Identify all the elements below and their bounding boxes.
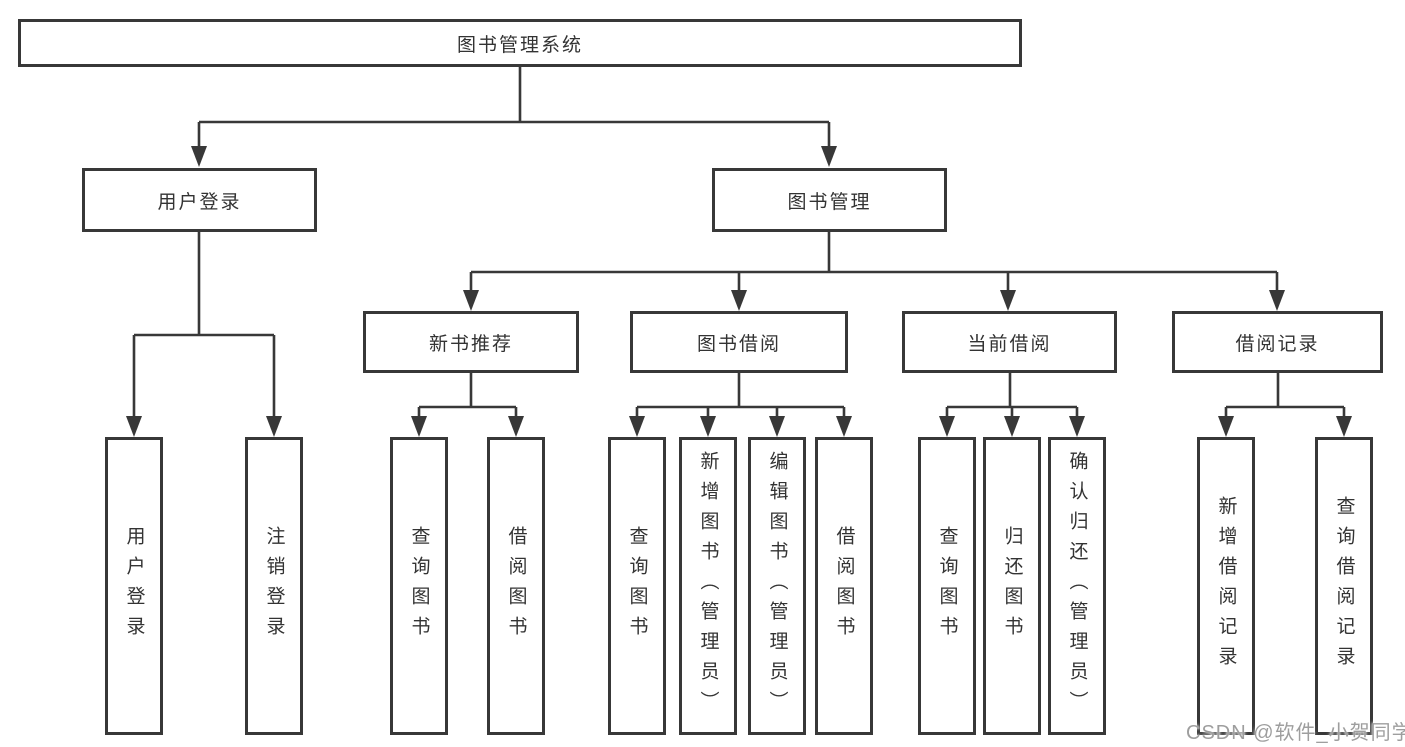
node-root: 图书管理系统	[18, 19, 1022, 67]
node-edit-books-admin: 编辑图书（管理员）	[748, 437, 806, 735]
leaf-label: 确认归还（管理员）	[1066, 451, 1088, 721]
leaf-label: 注销登录	[263, 526, 285, 646]
node-query-books: 查询图书	[608, 437, 666, 735]
node-return-books: 归还图书	[983, 437, 1041, 735]
leaf-label: 新增借阅记录	[1215, 496, 1237, 676]
node-confirm-return-admin: 确认归还（管理员）	[1048, 437, 1106, 735]
leaf-label: 查询借阅记录	[1333, 496, 1355, 676]
leaf-label: 借阅图书	[833, 526, 855, 646]
node-logout: 注销登录	[245, 437, 303, 735]
node-query-borrow-record: 查询借阅记录	[1315, 437, 1373, 735]
leaf-label: 查询图书	[408, 526, 430, 646]
node-user-login-leaf: 用户登录	[105, 437, 163, 735]
node-book-borrow: 图书借阅	[630, 311, 848, 373]
node-add-borrow-record: 新增借阅记录	[1197, 437, 1255, 735]
node-new-book-recommend: 新书推荐	[363, 311, 579, 373]
node-borrow-books: 借阅图书	[487, 437, 545, 735]
node-borrow-records: 借阅记录	[1172, 311, 1383, 373]
node-user-login: 用户登录	[82, 168, 317, 232]
node-query-books: 查询图书	[918, 437, 976, 735]
node-current-borrow: 当前借阅	[902, 311, 1117, 373]
leaf-label: 归还图书	[1001, 526, 1023, 646]
node-add-books-admin: 新增图书（管理员）	[679, 437, 737, 735]
leaf-label: 编辑图书（管理员）	[766, 451, 788, 721]
leaf-label: 用户登录	[123, 526, 145, 646]
node-query-books: 查询图书	[390, 437, 448, 735]
leaf-label: 借阅图书	[505, 526, 527, 646]
node-book-management: 图书管理	[712, 168, 947, 232]
csdn-watermark: CSDN @软件_小贺同学	[1186, 722, 1405, 744]
leaf-label: 新增图书（管理员）	[697, 451, 719, 721]
leaf-label: 查询图书	[936, 526, 958, 646]
node-borrow-books: 借阅图书	[815, 437, 873, 735]
leaf-label: 查询图书	[626, 526, 648, 646]
